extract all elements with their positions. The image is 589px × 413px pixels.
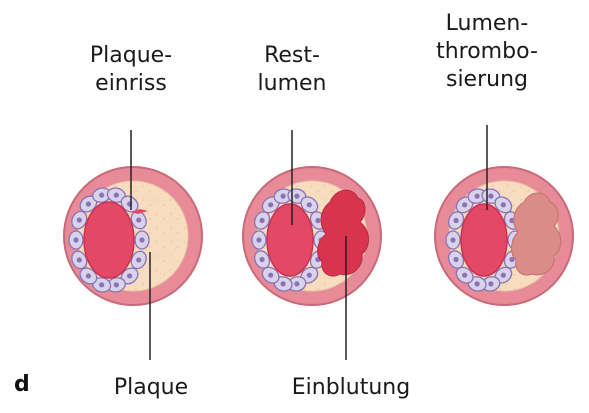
cell-nucleus — [139, 237, 144, 242]
cell-nucleus — [281, 194, 286, 199]
cell-nucleus — [294, 281, 299, 286]
cell-nucleus — [268, 273, 273, 278]
label-residual-lumen: Rest- lumen — [247, 42, 337, 98]
cell-nucleus — [475, 194, 480, 199]
label-hemorrhage: Einblutung — [276, 374, 426, 402]
cell-nucleus — [86, 201, 91, 206]
vessel-lumen-thrombosis — [435, 167, 573, 305]
cell-nucleus — [488, 194, 493, 199]
cell-nucleus — [114, 193, 119, 198]
cell-nucleus — [77, 257, 82, 262]
panel-letter: d — [14, 372, 30, 397]
cell-nucleus — [315, 218, 320, 223]
vessel-hemorrhage — [243, 167, 381, 305]
cell-nucleus — [462, 273, 467, 278]
cell-nucleus — [488, 281, 493, 286]
cell-nucleus — [453, 218, 458, 223]
cell-nucleus — [307, 202, 312, 207]
cell-nucleus — [268, 202, 273, 207]
lumen — [84, 202, 134, 278]
cell-nucleus — [86, 273, 91, 278]
cell-nucleus — [294, 194, 299, 199]
lumen — [461, 204, 507, 276]
cell-nucleus — [259, 218, 264, 223]
label-lumen-thrombosis: Lumen- thrombo- sierung — [427, 10, 547, 94]
cell-nucleus — [501, 273, 506, 278]
cell-nucleus — [307, 273, 312, 278]
cell-nucleus — [73, 237, 78, 242]
cell-nucleus — [99, 193, 104, 198]
cell-nucleus — [462, 202, 467, 207]
cell-nucleus — [475, 281, 480, 286]
cell-nucleus — [256, 237, 261, 242]
cell-nucleus — [136, 217, 141, 222]
label-plaque-rupture: Plaque- einriss — [81, 42, 181, 98]
cell-nucleus — [77, 217, 82, 222]
lumen — [267, 204, 313, 276]
cell-nucleus — [453, 257, 458, 262]
cell-nucleus — [136, 257, 141, 262]
cell-nucleus — [259, 257, 264, 262]
cell-nucleus — [450, 237, 455, 242]
cell-nucleus — [127, 273, 132, 278]
cell-nucleus — [281, 281, 286, 286]
label-plaque: Plaque — [96, 374, 206, 402]
cell-nucleus — [114, 282, 119, 287]
vessel-plaque-rupture — [64, 167, 202, 305]
cell-nucleus — [501, 202, 506, 207]
cell-nucleus — [99, 282, 104, 287]
